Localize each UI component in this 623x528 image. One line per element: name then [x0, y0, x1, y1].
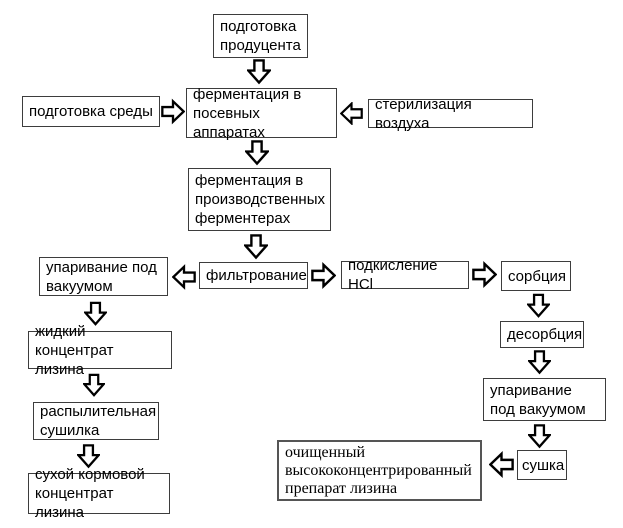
node-dry-feed-lysine-concentrate: сухой кормовой концентрат лизина	[28, 466, 170, 521]
node-label: подкисление HCl	[348, 257, 438, 293]
node-prep-medium: подготовка среды	[22, 96, 160, 127]
node-fermentation-seed: ферментация в посевных аппаратах	[186, 86, 337, 141]
node-label: ферментация в производственных ферментер…	[195, 172, 325, 227]
arrow-down-icon	[245, 140, 269, 166]
arrow-down-icon	[244, 234, 268, 260]
node-label: сорбция	[508, 267, 567, 285]
node-sorption: сорбция	[501, 261, 571, 291]
node-label: подготовка среды	[29, 103, 153, 120]
node-label: распылительная сушилка	[40, 403, 157, 439]
node-label: сушка	[522, 456, 565, 474]
node-fermentation-production: ферментация в производственных ферментер…	[188, 168, 331, 231]
node-desorption: десорбция	[500, 321, 584, 348]
node-label: стерилизация воздуха	[375, 95, 472, 132]
node-label: подготовка продуцента	[220, 18, 301, 54]
arrow-down-icon	[83, 373, 105, 397]
node-liquid-lysine-concentrate: жидкий концентрат лизина	[28, 323, 172, 378]
node-vacuum-evaporation-right: упаривание под вакуумом	[483, 378, 606, 421]
arrow-left-icon	[489, 451, 514, 478]
arrow-down-icon	[84, 301, 107, 326]
node-drying: сушка	[517, 450, 567, 480]
arrow-left-icon	[340, 102, 363, 125]
arrow-left-icon	[172, 264, 196, 290]
arrow-down-icon	[247, 59, 271, 85]
arrow-right-icon	[311, 262, 336, 289]
node-label: ферментация в посевных аппаратах	[193, 85, 302, 141]
node-spray-dryer: распылительная сушилка	[33, 402, 159, 440]
node-prep-producer: подготовка продуцента	[213, 14, 308, 58]
arrow-right-icon	[472, 261, 497, 288]
node-label: упаривание под вакуумом	[490, 381, 586, 418]
node-air-sterilization: стерилизация воздуха	[368, 96, 533, 132]
arrow-down-icon	[528, 350, 551, 375]
node-label: очищенный высококонцентрированный препар…	[285, 443, 472, 497]
node-vacuum-evaporation-left: упаривание под вакуумом	[39, 257, 168, 296]
node-label: десорбция	[507, 326, 583, 343]
arrow-down-icon	[527, 293, 550, 318]
arrow-right-icon	[161, 98, 185, 125]
arrow-down-icon	[528, 424, 551, 449]
node-label: сухой кормовой концентрат лизина	[35, 466, 145, 521]
node-filtration: фильтрование	[199, 262, 308, 289]
node-acidification-hcl: подкисление HCl	[341, 257, 469, 293]
node-purified-lysine-preparation: очищенный высококонцентрированный препар…	[277, 440, 482, 501]
node-label: жидкий концентрат лизина	[35, 322, 114, 378]
node-label: фильтрование	[206, 267, 307, 284]
arrow-down-icon	[77, 444, 100, 469]
node-label: упаривание под вакуумом	[46, 258, 157, 295]
